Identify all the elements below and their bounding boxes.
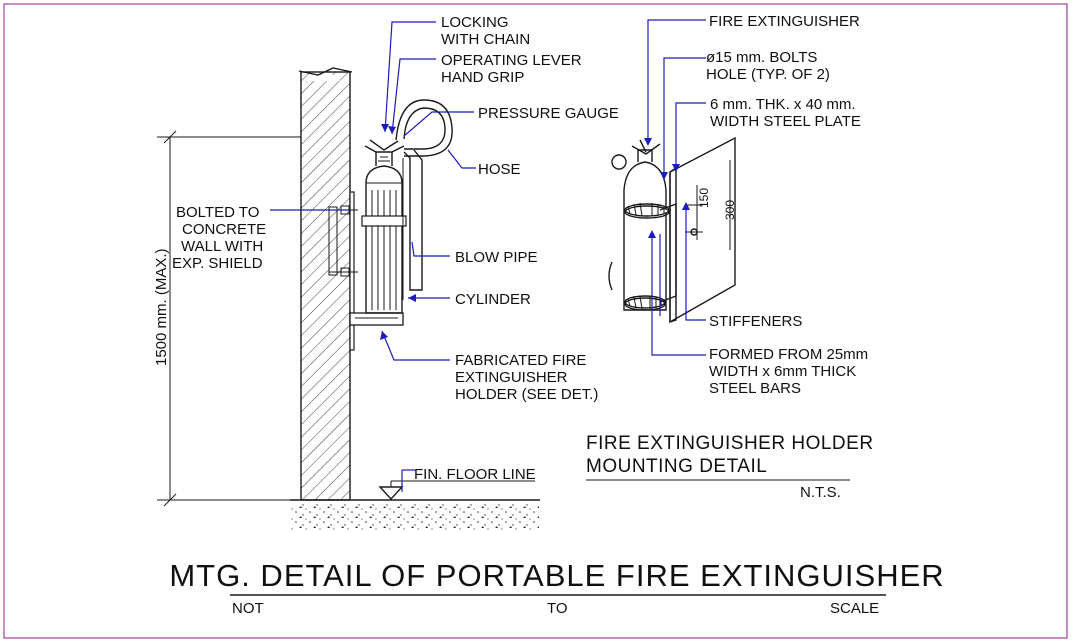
main-subtitle-to: TO xyxy=(547,600,568,617)
drawing-border xyxy=(3,3,1068,639)
dimension-150: 150 xyxy=(697,188,711,208)
label-lever-line1: OPERATING LEVER xyxy=(441,52,582,69)
label-formed-line3: STEEL BARS xyxy=(709,380,801,397)
label-locking-line1: LOCKING xyxy=(441,14,509,31)
concrete-wall xyxy=(300,71,351,501)
label-formed-line2: WIDTH x 6mm THICK xyxy=(709,363,856,380)
floor-slab xyxy=(291,503,539,531)
label-bolted-line2: CONCRETE xyxy=(182,221,266,238)
label-lever-line2: HAND GRIP xyxy=(441,69,524,86)
side-view: 1500 mm. (MAX.) FIN. FLOOR LINE LOCKING … xyxy=(153,14,619,531)
stiffeners xyxy=(659,202,677,303)
detail-extinguisher xyxy=(623,161,667,311)
main-subtitle-not: NOT xyxy=(232,600,264,617)
label-bolted-line3: WALL WITH xyxy=(181,238,263,255)
main-title-block: MTG. DETAIL OF PORTABLE FIRE EXTINGUISHE… xyxy=(169,558,944,617)
label-bolted-line1: BOLTED TO xyxy=(176,204,259,221)
label-holder-line1: FABRICATED FIRE xyxy=(455,352,586,369)
wall-plate xyxy=(349,191,355,351)
cylinder-body xyxy=(361,165,407,314)
main-subtitle-scale: SCALE xyxy=(830,600,879,617)
floor-line-label: FIN. FLOOR LINE xyxy=(414,466,536,483)
label-plate-line2: WIDTH STEEL PLATE xyxy=(710,113,861,130)
label-pressure-gauge: PRESSURE GAUGE xyxy=(478,105,619,122)
label-blow-pipe: BLOW PIPE xyxy=(455,249,538,266)
label-hose: HOSE xyxy=(478,161,521,178)
label-bolts-line1: ø15 mm. BOLTS xyxy=(706,49,817,66)
detail-title-line1: FIRE EXTINGUISHER HOLDER xyxy=(586,433,874,454)
label-holder-line2: EXTINGUISHER xyxy=(455,369,568,386)
detail-title-line2: MOUNTING DETAIL xyxy=(586,456,767,477)
label-cylinder: CYLINDER xyxy=(455,291,531,308)
detail-view: 150 300 FIRE EXTINGUISHER ø15 mm. BOLTS … xyxy=(586,13,874,501)
holder-shelf xyxy=(349,312,404,326)
label-plate-line1: 6 mm. THK. x 40 mm. xyxy=(710,96,856,113)
dimension-300: 300 xyxy=(723,200,737,220)
label-stiffeners: STIFFENERS xyxy=(709,313,802,330)
label-formed-line1: FORMED FROM 25mm xyxy=(709,346,868,363)
label-locking-line2: WITH CHAIN xyxy=(441,31,530,48)
label-fire-extinguisher: FIRE EXTINGUISHER xyxy=(709,13,860,30)
label-holder-line3: HOLDER (SEE DET.) xyxy=(455,386,598,403)
main-title: MTG. DETAIL OF PORTABLE FIRE EXTINGUISHE… xyxy=(169,558,944,593)
hose-loop xyxy=(395,99,453,157)
steel-plate xyxy=(669,136,736,324)
valve-head xyxy=(375,151,393,166)
blow-pipe xyxy=(403,149,423,291)
height-dimension-label: 1500 mm. (MAX.) xyxy=(153,248,170,366)
label-bolts-line2: HOLE (TYP. OF 2) xyxy=(706,66,830,83)
detail-scale-note: N.T.S. xyxy=(800,484,841,501)
label-bolted-line4: EXP. SHIELD xyxy=(172,255,263,272)
